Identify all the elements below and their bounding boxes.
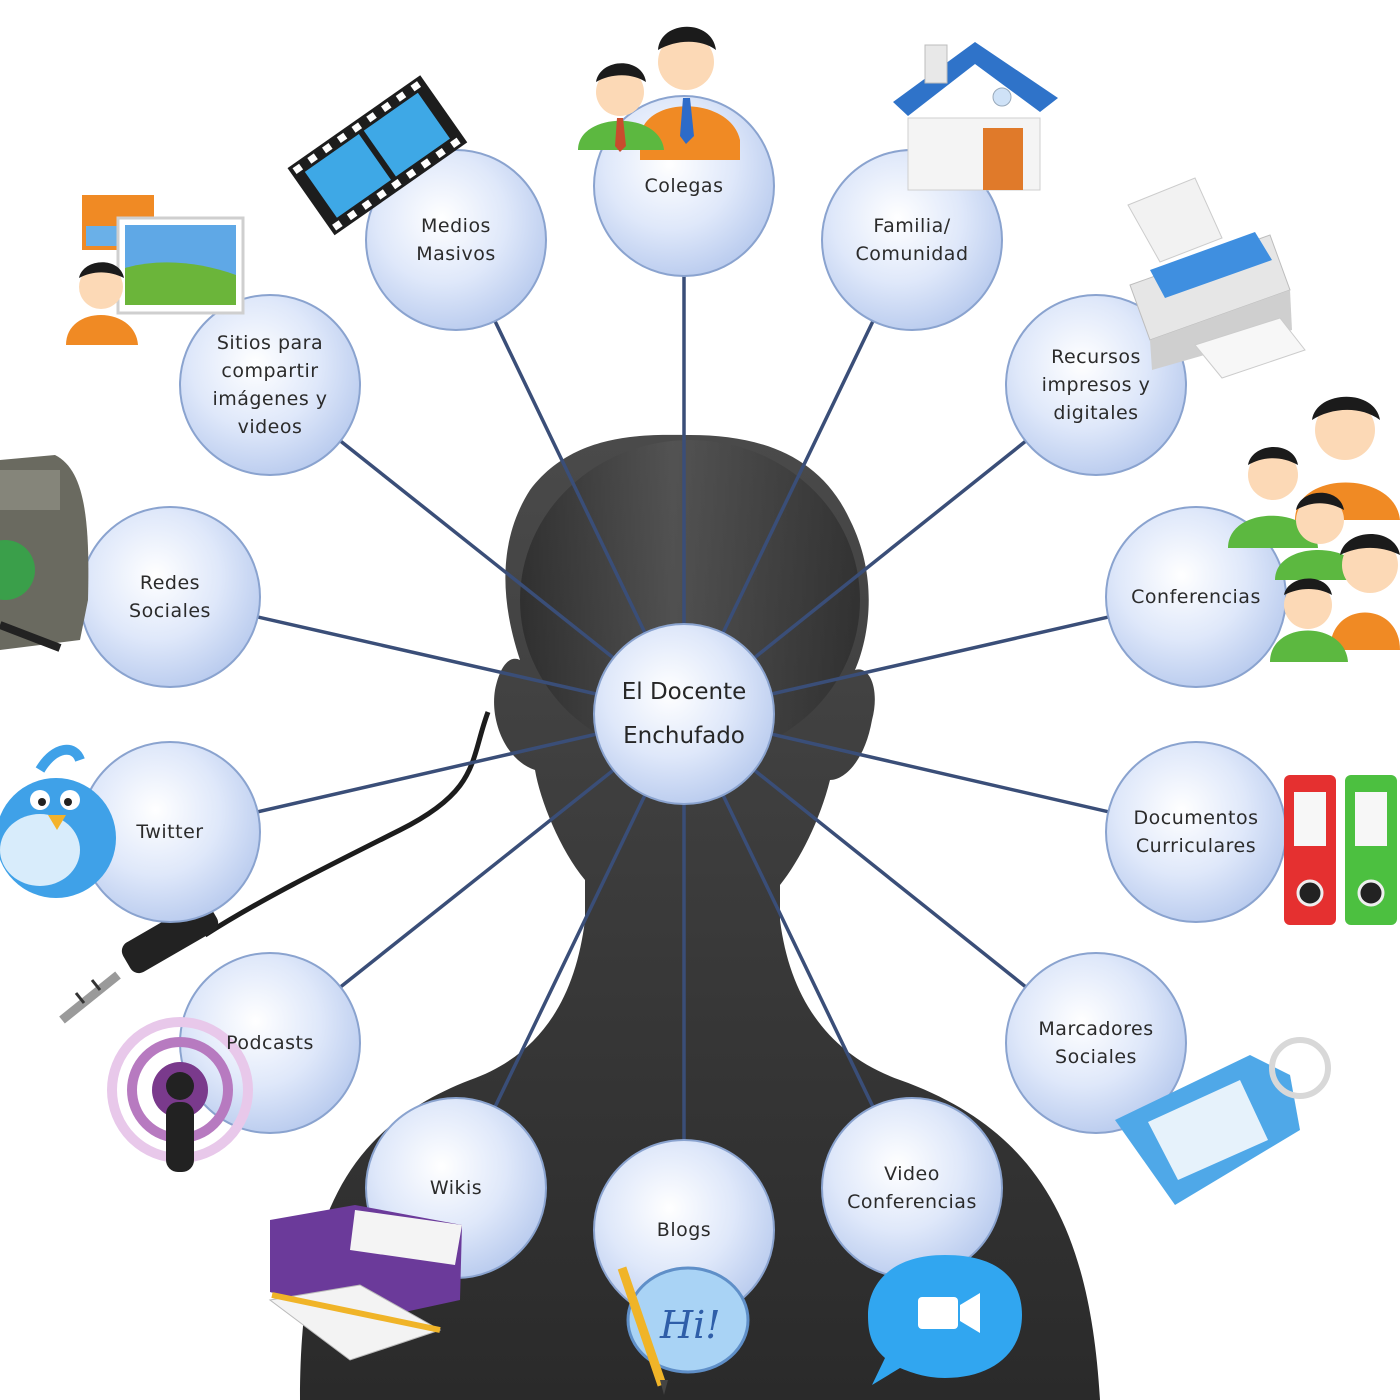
tag-icon [1115, 1037, 1331, 1205]
house-icon [893, 42, 1058, 191]
node-bubble-sitios [179, 294, 361, 476]
colleagues-icon [578, 26, 740, 160]
node-bubble-documentos [1105, 741, 1287, 923]
crowd-icon [1228, 396, 1400, 662]
printer-icon [1127, 177, 1306, 379]
node-bubble-podcasts [179, 952, 361, 1134]
film-strip-icon [287, 75, 468, 236]
podcast-icon [107, 1017, 253, 1172]
center-node-bubble [593, 623, 775, 805]
notebook-box-icon [268, 1205, 462, 1361]
node-bubble-recursos [1005, 294, 1187, 476]
photo-share-icon [66, 195, 245, 345]
svg-text:Hi!: Hi! [659, 1303, 721, 1347]
node-bubble-marcadores [1005, 952, 1187, 1134]
video-chat-icon [868, 1255, 1022, 1385]
bird-icon [0, 744, 116, 898]
binders-icon [1284, 775, 1397, 925]
node-bubble-video [821, 1097, 1003, 1279]
hi-speech-bubble-icon: Hi! [617, 1266, 750, 1395]
backpack-globe-icon [0, 455, 89, 652]
node-bubble-redes [79, 506, 261, 688]
